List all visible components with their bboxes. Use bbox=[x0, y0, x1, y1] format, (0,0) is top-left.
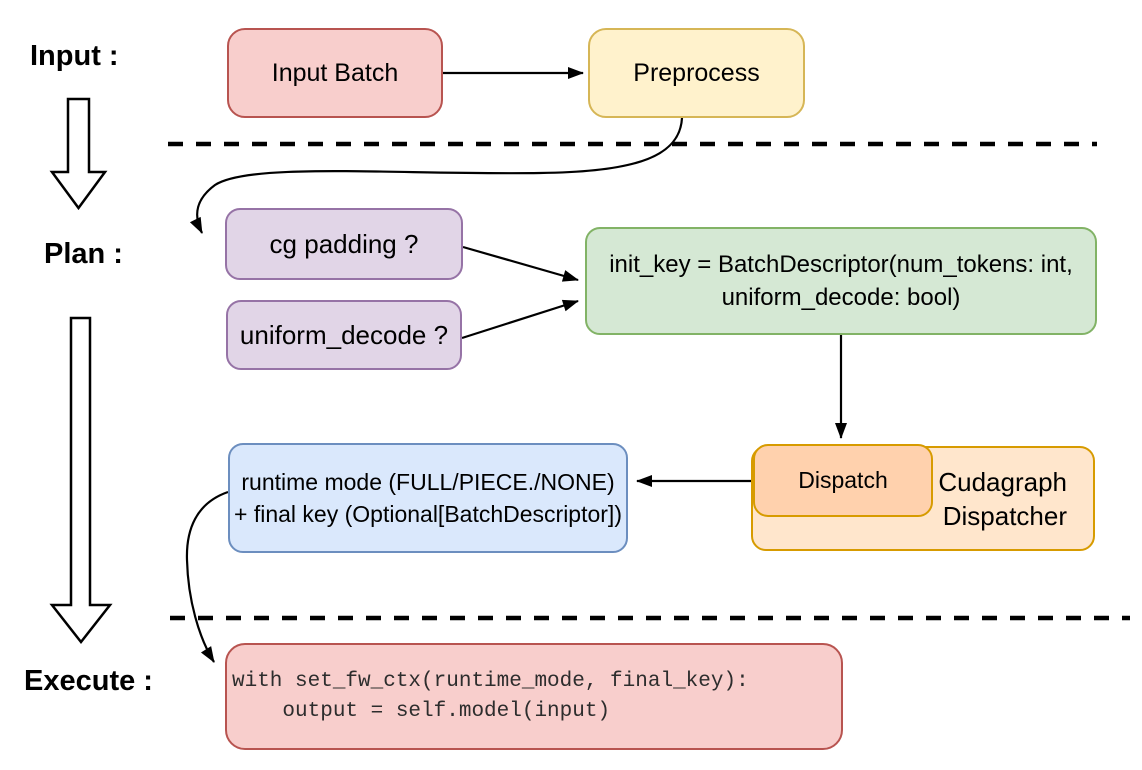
node-init-key-line2: uniform_decode: bool) bbox=[721, 284, 961, 311]
node-init-key: init_key = BatchDescriptor(num_tokens: i… bbox=[585, 227, 1097, 335]
node-execute-code: with set_fw_ctx(runtime_mode, final_key)… bbox=[225, 643, 843, 750]
arrow-runtime-mode-to-execute-code bbox=[185, 490, 229, 663]
node-preprocess: Preprocess bbox=[588, 28, 805, 118]
execute-code-line2: output = self.model(input) bbox=[232, 699, 611, 723]
node-dispatch: Dispatch bbox=[753, 444, 933, 517]
stage-label-plan: Plan : bbox=[44, 238, 123, 270]
node-cudagraph-dispatcher-line2: Dispatcher bbox=[942, 500, 1067, 531]
arrow-cg-padding-to-init-key bbox=[462, 245, 579, 282]
node-runtime-mode-line2: + final key (Optional[BatchDescriptor]) bbox=[234, 501, 622, 527]
node-dispatch-label: Dispatch bbox=[798, 467, 888, 493]
stage-label-input: Input : bbox=[30, 40, 119, 72]
node-uniform-decode-label: uniform_decode ? bbox=[239, 319, 449, 350]
node-init-key-line1: init_key = BatchDescriptor(num_tokens: i… bbox=[609, 251, 1073, 278]
node-runtime-mode-line1: runtime mode (FULL/PIECE./NONE) bbox=[241, 469, 615, 495]
node-input-batch-label: Input Batch bbox=[271, 58, 399, 87]
stage-label-execute: Execute : bbox=[24, 665, 153, 697]
node-uniform-decode: uniform_decode ? bbox=[226, 300, 462, 370]
node-preprocess-label: Preprocess bbox=[633, 58, 760, 87]
execute-code-line1: with set_fw_ctx(runtime_mode, final_key)… bbox=[232, 669, 749, 693]
node-input-batch: Input Batch bbox=[227, 28, 443, 118]
flow-arrow-input-to-plan-icon bbox=[49, 97, 108, 211]
node-runtime-mode-final-key: runtime mode (FULL/PIECE./NONE) + final … bbox=[228, 443, 628, 553]
node-cudagraph-dispatcher-line1: Cudagraph bbox=[938, 466, 1067, 497]
arrow-uniform-decode-to-init-key bbox=[461, 299, 579, 340]
node-cg-padding: cg padding ? bbox=[225, 208, 463, 280]
flow-arrow-plan-to-execute-icon bbox=[49, 316, 113, 645]
node-cg-padding-label: cg padding ? bbox=[269, 228, 419, 259]
